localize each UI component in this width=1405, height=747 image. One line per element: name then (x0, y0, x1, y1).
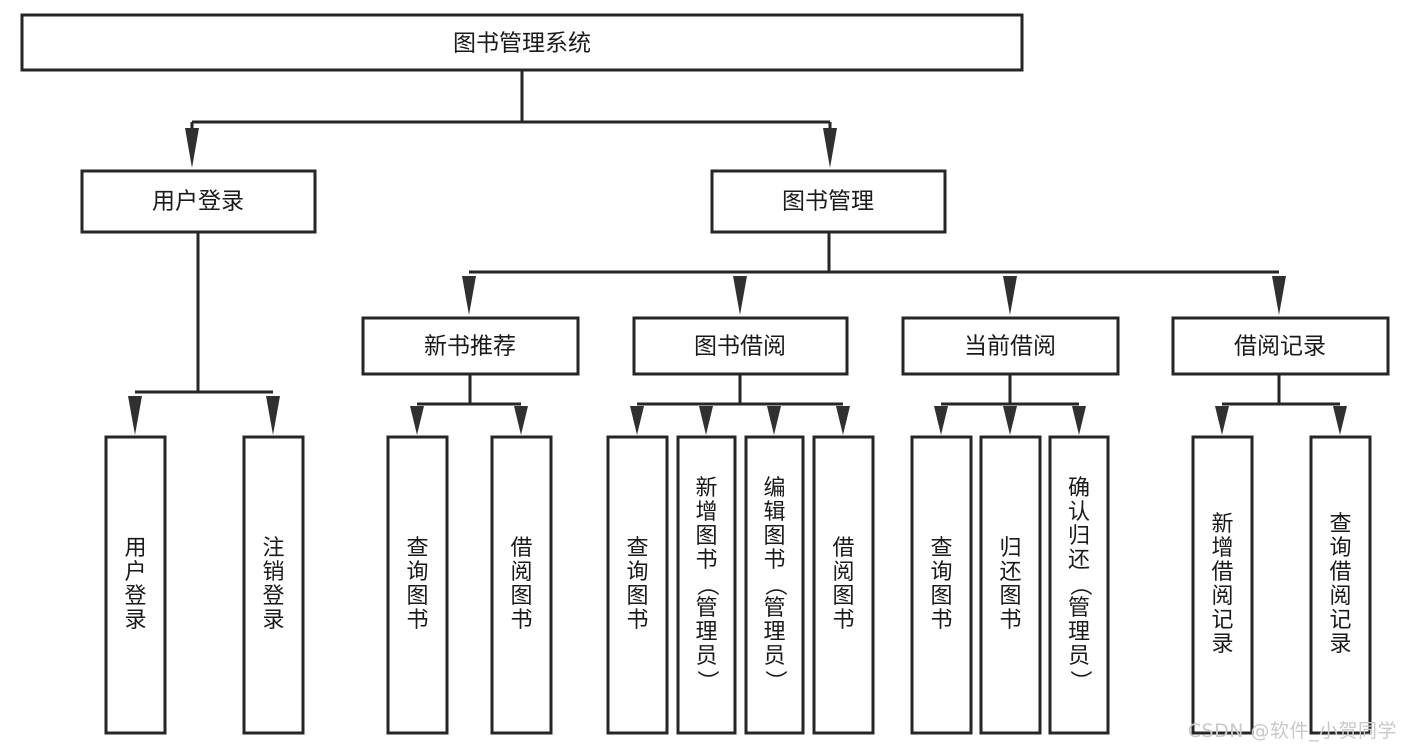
arrow-head-leaf-borrow-book-1 (514, 406, 528, 435)
node-current-borrow-label: 当前借阅 (964, 334, 1056, 360)
node-borrow-record[interactable] (1171, 316, 1390, 376)
node-leaf-borrow-book-1[interactable] (490, 435, 553, 735)
arrow-head-borrow-record (1272, 276, 1286, 315)
node-user-login[interactable] (80, 169, 317, 234)
node-root[interactable] (20, 13, 1024, 72)
arrow-head-leaf-query-book-2 (630, 406, 644, 435)
arrow-head-leaf-user-logout (266, 396, 280, 435)
node-layer: 图书管理系统 用户登录 图书管理 新书推荐 图书借阅 当前借阅 借阅记录 (20, 13, 1390, 735)
node-leaf-query-book-1[interactable] (386, 435, 449, 735)
arrow-head-leaf-user-login (128, 396, 142, 435)
node-book-borrow-label: 图书借阅 (694, 334, 786, 360)
node-borrow-record-label: 借阅记录 (1234, 334, 1326, 360)
node-leaf-user-login[interactable] (104, 435, 167, 735)
arrow-head-leaf-borrow-book-2 (836, 406, 850, 435)
node-leaf-query-book-3[interactable] (910, 435, 973, 735)
node-leaf-confirm-return[interactable] (1048, 435, 1110, 735)
node-leaf-add-book[interactable] (676, 435, 737, 735)
node-leaf-query-book-2[interactable] (606, 435, 669, 735)
csdn-watermark: CSDN @软件_小贺同学 (1187, 720, 1397, 742)
arrow-head-leaf-query-record (1333, 406, 1347, 435)
node-book-borrow[interactable] (632, 316, 849, 376)
arrow-head-leaf-query-book-3 (934, 406, 948, 435)
node-leaf-return-book[interactable] (979, 435, 1042, 735)
node-current-borrow[interactable] (901, 316, 1120, 376)
arrow-head-leaf-query-book-1 (410, 406, 424, 435)
node-leaf-query-record[interactable] (1309, 435, 1372, 735)
node-leaf-add-record[interactable] (1191, 435, 1254, 735)
arrow-head-book-borrow (733, 276, 747, 315)
node-book-manage-label: 图书管理 (782, 189, 874, 215)
node-root-label: 图书管理系统 (453, 31, 591, 57)
arrow-head-leaf-confirm-return (1072, 406, 1086, 435)
node-leaf-user-logout[interactable] (242, 435, 305, 735)
node-leaf-borrow-book-2[interactable] (812, 435, 875, 735)
arrow-head-leaf-edit-book (767, 406, 781, 435)
arrow-head-current-borrow (1003, 276, 1017, 315)
arrow-head-user-login (185, 128, 199, 168)
arrow-head-book-manage (823, 128, 837, 168)
connector-layer (128, 70, 1347, 435)
arrow-head-new-book-recommend (462, 276, 476, 315)
node-new-book-recommend-label: 新书推荐 (424, 334, 516, 360)
arrow-head-leaf-add-book (699, 406, 713, 435)
node-user-login-label: 用户登录 (152, 189, 244, 215)
arrow-head-leaf-return-book (1003, 406, 1017, 435)
node-book-manage[interactable] (710, 169, 947, 234)
node-leaf-edit-book[interactable] (744, 435, 805, 735)
node-new-book-recommend[interactable] (361, 316, 580, 376)
arrow-head-leaf-add-record (1215, 406, 1229, 435)
